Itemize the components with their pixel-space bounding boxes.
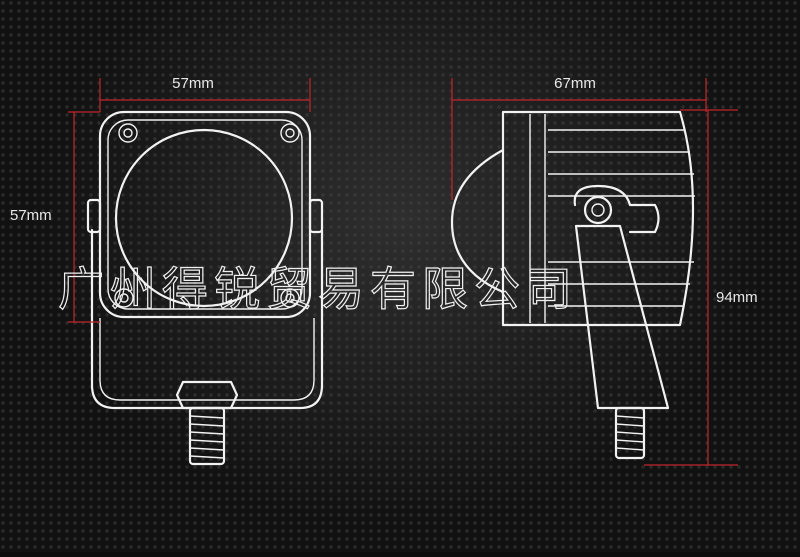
side-pivot-plate: [573, 184, 660, 234]
front-lens: [114, 128, 294, 308]
front-u-bracket-inner: [99, 318, 315, 401]
front-threaded-bolt: [188, 406, 226, 466]
side-housing: [501, 110, 695, 327]
side-threaded-bolt: [614, 406, 646, 460]
side-depth-label: 67mm: [554, 75, 596, 92]
side-pivot-bolt-center: [591, 203, 605, 217]
company-watermark: 广州得锐贸易有限公司: [58, 263, 578, 315]
side-mount-arm: [574, 224, 670, 410]
front-hex-nut: [175, 380, 239, 410]
front-right-pivot: [308, 198, 324, 234]
front-view: 57mm 57mm: [10, 75, 324, 466]
side-view: 67mm 94mm: [450, 75, 758, 466]
corner-screws: [114, 123, 300, 308]
front-bolt-threads: [189, 415, 225, 459]
side-pivot-bolt: [583, 195, 613, 225]
side-height-label: 94mm: [716, 289, 758, 306]
front-bezel: [107, 119, 303, 310]
side-cooling-fins: [548, 129, 695, 307]
side-lens-dome: [450, 148, 505, 294]
front-height-label: 57mm: [10, 207, 52, 224]
front-width-label: 57mm: [172, 75, 214, 92]
front-left-pivot: [86, 198, 102, 234]
side-bolt-threads: [615, 415, 645, 451]
